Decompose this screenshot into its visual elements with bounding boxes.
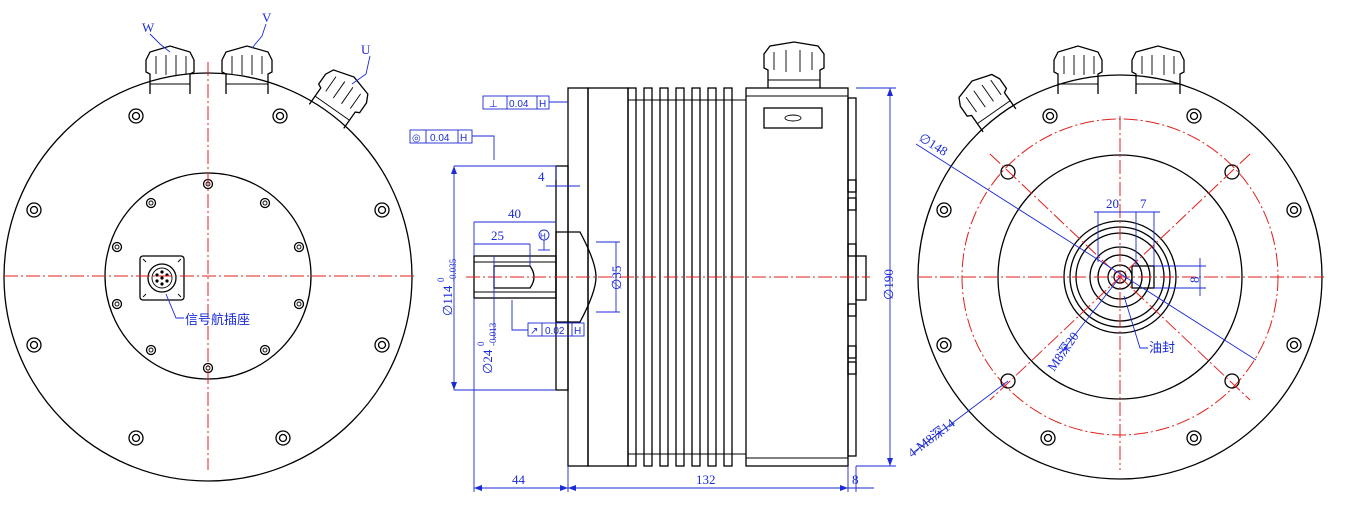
concentricity-frame: ◎ 0.04 H [409, 129, 495, 160]
bolt [275, 430, 291, 446]
svg-text:H: H [539, 99, 546, 110]
side-bosses [847, 179, 867, 375]
svg-text:-0.013: -0.013 [488, 322, 498, 346]
bolt [374, 202, 390, 218]
pilot-step [555, 165, 569, 391]
dim-body-length: 132 [696, 472, 716, 487]
dim-flange-step: 4 [538, 169, 545, 184]
rear-view: ∅148 20 7 8 M8深20 4-M8深14 油封 [905, 45, 1324, 480]
cable-gland-w [145, 45, 195, 94]
phase-label-u: U [361, 42, 371, 57]
svg-text:H: H [540, 232, 546, 241]
dim-pilot-dia: ∅114 [440, 285, 455, 316]
oil-seal-label: 油封 [1149, 341, 1175, 356]
svg-text:H: H [460, 133, 467, 144]
bolt [128, 430, 144, 446]
connector-label: 信号航插座 [185, 312, 250, 328]
svg-text:0.04: 0.04 [430, 133, 450, 144]
dim-key-length: 25 [491, 228, 504, 243]
phase-label-v: V [262, 10, 272, 25]
side-dimensions: 4 40 25 ∅114 0 -0.035 ∅24 0 -0.013 [436, 87, 896, 492]
dim-shaft-dia: ∅24 [480, 349, 495, 374]
rear-gland-3 [1131, 45, 1185, 94]
signal-connector [139, 255, 185, 301]
cable-gland-v [221, 45, 273, 94]
keyway [493, 265, 535, 289]
bolt [128, 108, 144, 124]
center-thread-label: M8深20 [1044, 329, 1082, 374]
datum-h-marker: H [538, 229, 550, 251]
rear-gland-2 [1053, 45, 1103, 94]
nameplate-slot [763, 107, 823, 129]
bolt-circle-leader [915, 143, 1257, 361]
bolt [26, 337, 42, 353]
rear-outer-bolts [936, 108, 1302, 446]
front-view: W V U 信号航插座 [3, 10, 414, 482]
svg-text:⊥: ⊥ [489, 99, 498, 110]
runout-frame: ↗ 0.02 H [511, 300, 585, 337]
perpendicularity-frame: ⊥ 0.04 H [482, 95, 568, 110]
svg-text:H: H [574, 326, 581, 337]
side-view: ⊥ 0.04 H ◎ 0.04 H ↗ 0.02 H H [409, 41, 896, 492]
svg-text:-0.035: -0.035 [448, 258, 458, 282]
dim-20: 20 [1106, 196, 1119, 211]
bolt [272, 108, 288, 124]
cable-gland-u [308, 69, 369, 129]
front-outer-bolts [26, 108, 390, 446]
bolt [26, 202, 42, 218]
bolt [374, 337, 390, 353]
dim-7: 7 [1140, 196, 1147, 211]
svg-text:0: 0 [436, 277, 446, 282]
dim-boss-dia: ∅35 [609, 266, 624, 290]
rear-gland-1 [958, 73, 1017, 133]
svg-text:0: 0 [476, 341, 486, 346]
svg-text:◎: ◎ [412, 133, 421, 144]
bearing-boss [555, 231, 597, 323]
dim-overhang: 44 [512, 472, 526, 487]
mount-holes-label: 4-M8深14 [905, 415, 958, 460]
phase-label-w: W [142, 20, 155, 35]
dim-8: 8 [1187, 277, 1202, 284]
dim-bolt-circle: ∅148 [916, 130, 950, 159]
svg-text:↗: ↗ [530, 326, 538, 337]
mount-holes [1000, 164, 1240, 389]
svg-text:0.02: 0.02 [545, 326, 565, 337]
side-cable-gland [763, 41, 825, 88]
dim-shaft-length: 40 [508, 206, 521, 221]
svg-text:0.04: 0.04 [509, 99, 529, 110]
dim-body-dia: ∅190 [881, 269, 896, 300]
dim-rear-length: 8 [852, 472, 859, 487]
